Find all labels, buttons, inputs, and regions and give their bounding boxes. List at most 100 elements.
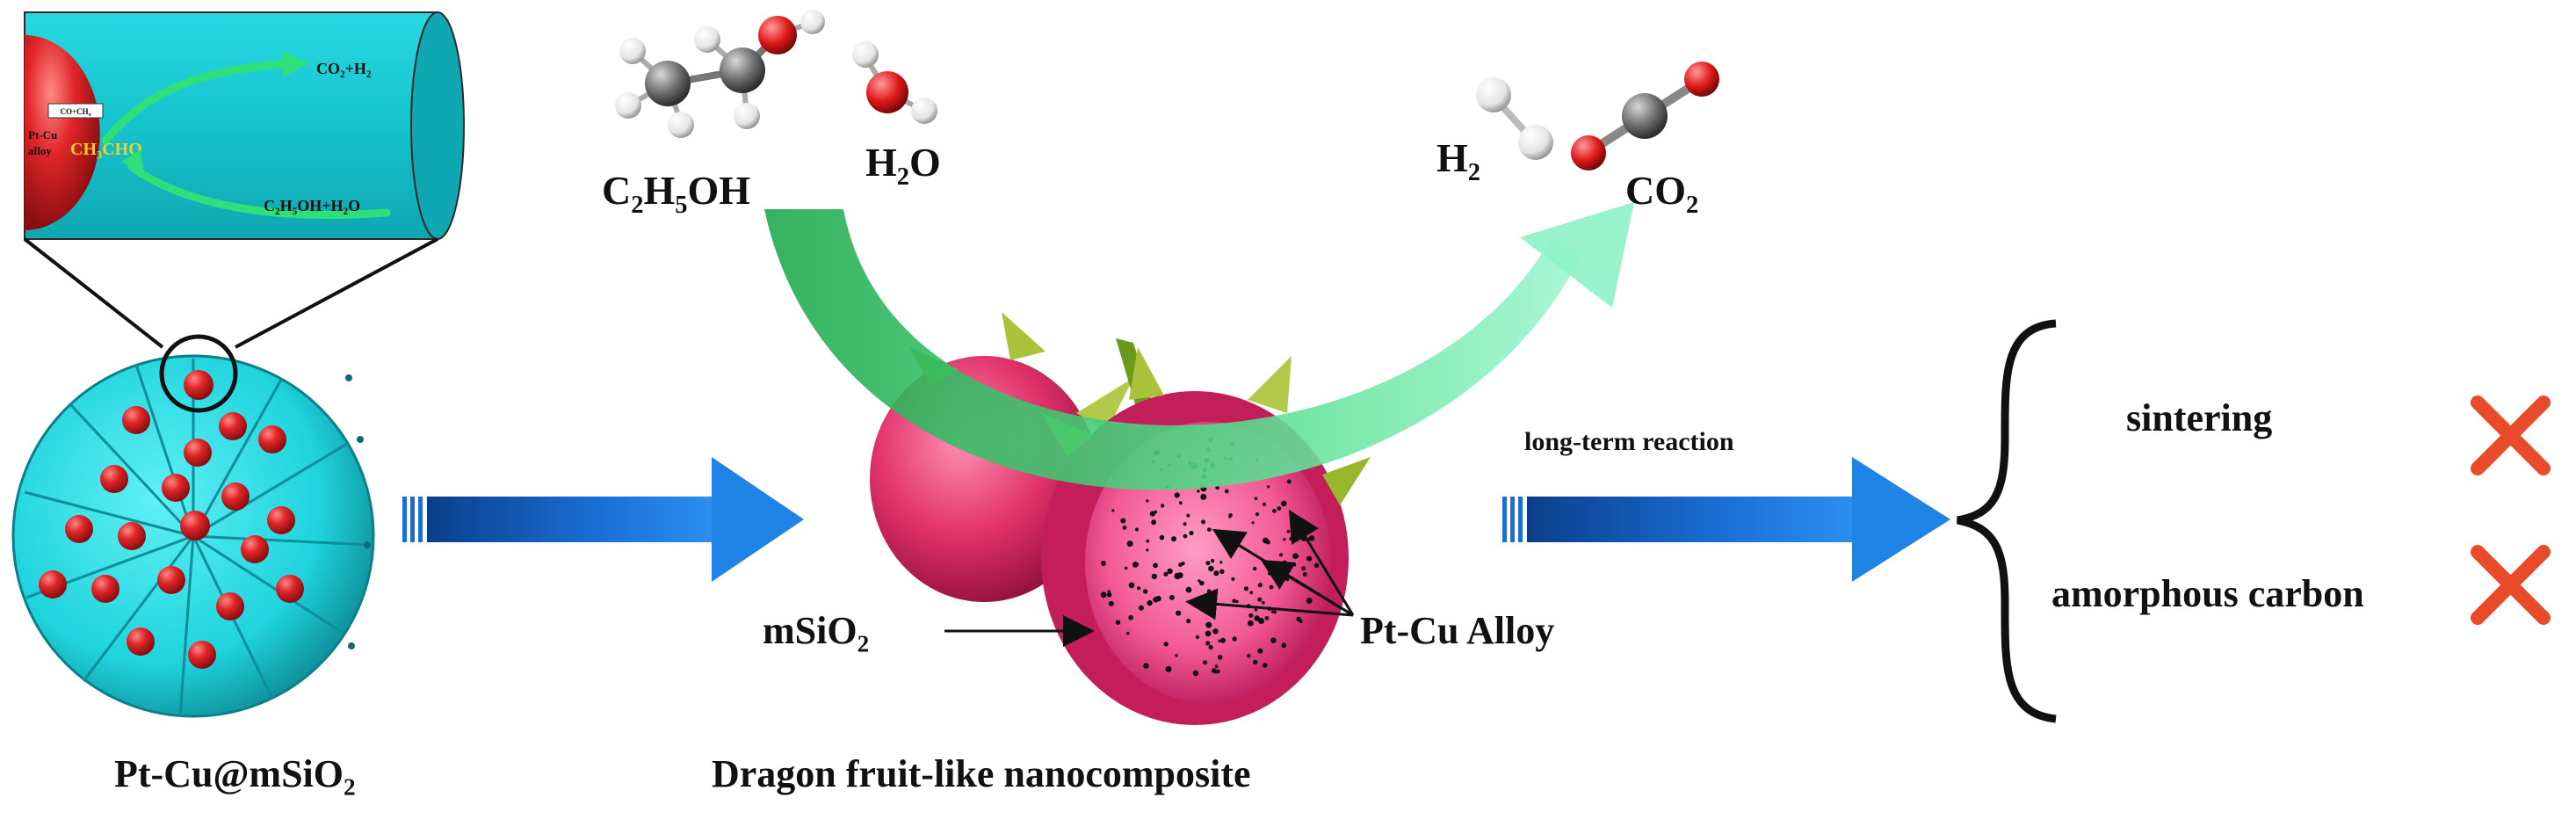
seed-dot [1257, 597, 1263, 602]
cross-icon [2471, 545, 2551, 625]
seed-dot [1163, 571, 1169, 577]
seed-dot [1159, 534, 1165, 540]
seed-dot [1137, 586, 1141, 591]
reactant-flow-arrowhead [121, 149, 144, 174]
seed-dot [1257, 583, 1263, 588]
seed-dot [1248, 613, 1254, 618]
seed-dot [1301, 566, 1306, 571]
seed-dot [1192, 670, 1199, 677]
seed-dot [1126, 631, 1130, 635]
seed-dot [1151, 519, 1156, 526]
seed-dot [1213, 629, 1219, 635]
seed-dot [1272, 509, 1277, 513]
seed-dot [1235, 599, 1239, 604]
seed-dot [1163, 642, 1169, 647]
seed-dot [1253, 659, 1258, 665]
seed-dot [1270, 637, 1277, 643]
seed-dot [1219, 561, 1223, 564]
seed-dot [1107, 590, 1111, 593]
seed-dot [1176, 572, 1183, 579]
seed-dot [1195, 635, 1200, 640]
seed-dot [1146, 539, 1150, 543]
seed-dot [1135, 527, 1139, 532]
seed-dot [1267, 485, 1270, 489]
reactant-flow-arrow [127, 163, 391, 219]
seed-dot [1252, 566, 1257, 571]
seed-dot [1143, 589, 1148, 594]
seed-dot [1138, 605, 1144, 611]
byproduct-label: CO+CH4 [61, 107, 91, 118]
seed-dot [1197, 490, 1200, 493]
seed-dot [1178, 501, 1183, 505]
seed-dot [1234, 536, 1240, 540]
alloy-label: Pt-Cu Alloy [1360, 609, 1554, 652]
hydrogen-formula: H2 [1436, 135, 1480, 186]
seed-dot [1248, 620, 1254, 627]
inset-reactant-label: C2H5OH+H2O [264, 197, 360, 217]
seed-dot [1277, 506, 1282, 511]
seed-dot [1224, 489, 1229, 494]
ethanol-formula: C2H5OH [602, 168, 750, 219]
seed-dot [1263, 537, 1269, 544]
seed-dot [1299, 619, 1303, 624]
seed-dot [1258, 618, 1264, 624]
seed-dot [1100, 591, 1107, 598]
outcome-sintering: sintering [2126, 396, 2272, 439]
seed-dot [1205, 641, 1211, 646]
seed-dot [1213, 570, 1219, 577]
seed-dot [1228, 513, 1233, 518]
seed-dot [1169, 595, 1175, 600]
seed-dot [1295, 555, 1299, 558]
pt-cu-msio2-sphere [11, 334, 375, 718]
zoom-line-right [235, 237, 438, 349]
co2-molecule [1571, 62, 1719, 170]
seed-dot [1146, 548, 1149, 552]
seed-dot [1289, 536, 1293, 541]
seed-dot [1178, 562, 1183, 567]
seed-dot [1153, 562, 1158, 569]
seed-dot [1214, 664, 1219, 669]
seed-dot [1199, 580, 1205, 586]
seed-dot [1171, 536, 1176, 542]
seed-dot [1160, 504, 1165, 508]
seed-dot [1167, 568, 1173, 575]
seed-dot [1111, 509, 1115, 512]
seed-dot [1101, 561, 1106, 566]
seed-dot [1282, 560, 1287, 565]
seed-dot [1220, 637, 1226, 643]
seed-dot [1254, 497, 1258, 501]
seed-dot [1270, 610, 1275, 613]
seed-dot [1216, 669, 1220, 674]
seed-dot [1262, 601, 1265, 605]
seed-dot [1262, 502, 1267, 506]
seed-dot [1165, 665, 1172, 672]
seed-dot [1219, 569, 1225, 574]
outcome-brace [1957, 319, 2057, 723]
seed-dot [1207, 527, 1212, 532]
seed-dot [1124, 566, 1128, 570]
seed-dot [1264, 616, 1270, 620]
seed-dot [1207, 605, 1212, 609]
water-molecule [852, 41, 937, 124]
seed-dot [1154, 510, 1158, 514]
seed-dot [1283, 538, 1286, 541]
alloy-callouts [1185, 509, 1355, 620]
pore-inset: CO+CH4 Pt-Cu alloy CH3CHO CO2+H2 C2H5OH+… [24, 11, 465, 240]
seed-dot [1143, 663, 1149, 669]
alloy-label-line2: alloy [28, 144, 52, 157]
seed-dot [1217, 655, 1223, 660]
seed-dot [1232, 636, 1237, 642]
arrow-to-composite [402, 457, 804, 582]
seed-dot [1281, 500, 1287, 507]
seed-dot [1153, 597, 1159, 603]
seed-dot [1254, 608, 1258, 612]
seed-dot [1247, 654, 1251, 658]
seed-dot [1146, 499, 1149, 503]
seed-dot [1174, 492, 1180, 498]
seed-dot [1208, 644, 1213, 650]
alloy-label-line1: Pt-Cu [28, 128, 57, 141]
seed-dot [1302, 572, 1307, 577]
zoom-line-left [23, 237, 164, 349]
hydrogen-molecule [1476, 77, 1553, 160]
seed-dot [1147, 599, 1153, 606]
